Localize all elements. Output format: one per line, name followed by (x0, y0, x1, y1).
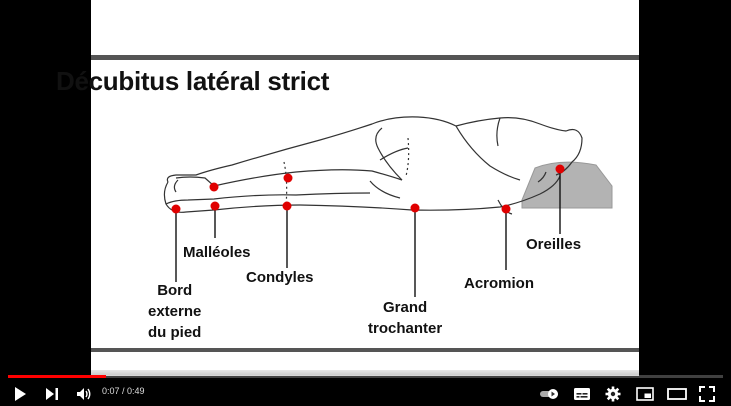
play-icon (15, 387, 26, 401)
pointer-lines (175, 173, 561, 297)
label-grand-trochanter: Grand trochanter (368, 297, 442, 339)
theater-mode-button[interactable] (666, 383, 688, 405)
time-display: 0:07 / 0:49 (102, 386, 145, 396)
subtitles-button[interactable] (572, 383, 592, 405)
settings-button[interactable] (603, 383, 623, 405)
label-bord-externe: Bord externe du pied (148, 280, 201, 343)
time-separator: / (119, 386, 128, 396)
label-condyles: Condyles (246, 269, 314, 286)
label-acromion: Acromion (464, 275, 535, 292)
label-oreilles: Oreilles (526, 236, 582, 253)
marker-condyle-lower (282, 201, 292, 211)
marker-oreille (555, 164, 565, 174)
miniplayer-icon (636, 387, 654, 401)
label-bord-line3: du pied (148, 324, 202, 341)
body-outline (163, 116, 583, 215)
next-icon (46, 388, 58, 400)
duration: 0:49 (127, 386, 145, 396)
marker-acromion (501, 204, 511, 214)
current-time: 0:07 (102, 386, 120, 396)
miniplayer-button[interactable] (635, 383, 655, 405)
next-button[interactable] (42, 383, 62, 405)
patient-diagram (163, 116, 613, 297)
slide-top-rule (91, 55, 639, 60)
progress-bar[interactable] (8, 375, 723, 378)
label-grand-line2: trochanter (368, 320, 443, 337)
label-bord-line1: Bord (157, 282, 193, 299)
volume-icon (77, 388, 91, 400)
label-grand-line1: Grand (383, 299, 428, 316)
fullscreen-icon (699, 386, 715, 402)
marker-malleole-upper (209, 182, 219, 192)
autoplay-toggle-icon (540, 389, 558, 399)
slide-top-band (91, 0, 639, 55)
theater-icon (667, 388, 687, 400)
progress-played (8, 375, 106, 378)
label-bord-line2: externe (148, 303, 202, 320)
volume-button[interactable] (74, 383, 94, 405)
slide-title: Décubitus latéral strict (56, 66, 330, 96)
marker-bord-externe (171, 204, 181, 214)
play-button[interactable] (10, 383, 30, 405)
autoplay-toggle[interactable] (538, 383, 562, 405)
pillow (521, 161, 613, 209)
marker-condyle-upper (283, 173, 293, 183)
settings-icon (605, 386, 621, 402)
label-malleoles: Malléoles (183, 244, 251, 261)
subtitles-icon (574, 388, 590, 400)
slide-bottom-rule (91, 348, 639, 352)
fullscreen-button[interactable] (697, 383, 717, 405)
player-controls-bar (0, 370, 731, 406)
marker-grand-trochanter (410, 203, 420, 213)
pressure-points (171, 164, 565, 214)
marker-malleole-lower (210, 201, 220, 211)
